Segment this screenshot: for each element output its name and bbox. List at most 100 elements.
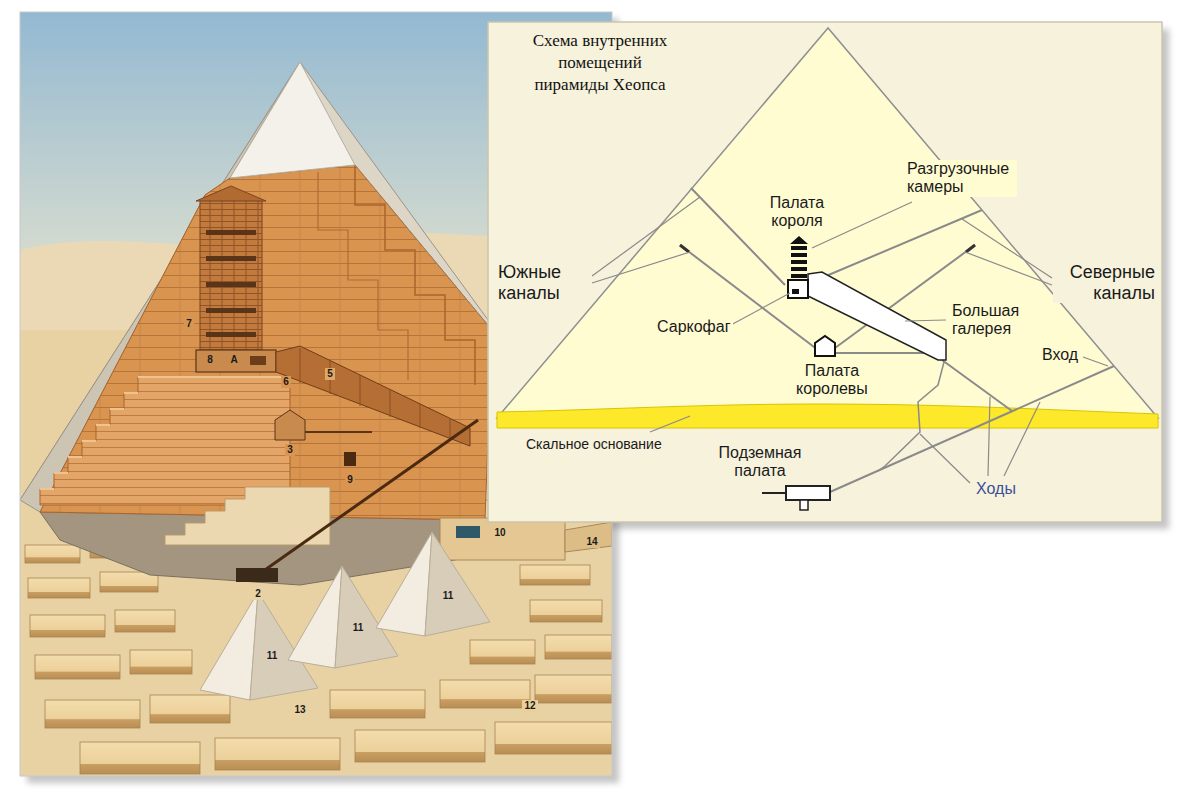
mastaba [215, 738, 340, 770]
mastaba [535, 675, 612, 703]
callout-number: 9 [345, 474, 355, 486]
callout-number: 11 [351, 622, 366, 634]
leader-line [812, 202, 912, 248]
casing-outline [355, 165, 492, 330]
callout-number: 13 [292, 704, 307, 716]
step-edges [40, 377, 290, 489]
part-label: Южные каналы [496, 262, 592, 303]
leader-line [962, 219, 1052, 278]
queen-pyramid [425, 532, 490, 636]
schematic-ground [488, 22, 1162, 522]
callout-number: 6 [281, 376, 291, 388]
leader-line [920, 434, 970, 483]
leader-line [905, 320, 946, 321]
king-chamber [788, 280, 808, 298]
callout-number: 8 [205, 354, 215, 366]
leader-line [729, 293, 790, 326]
mastaba [470, 640, 535, 664]
part-label: Саркофаг [655, 318, 733, 336]
accretion-steps [355, 165, 475, 385]
shaft-end [680, 245, 689, 252]
callout-number: 10 [492, 527, 507, 539]
stepped-core [40, 377, 290, 505]
callout-number: 11 [441, 590, 456, 602]
queen-pyramid [200, 592, 258, 700]
callout-number: 11 [265, 650, 280, 662]
leader-line [1004, 402, 1040, 476]
shaft-end [966, 245, 975, 252]
mastaba [440, 680, 530, 708]
part-label: Палата королевы [784, 362, 880, 399]
well-shaft [878, 362, 944, 471]
subterranean-chamber [236, 568, 278, 582]
accretion-steps [318, 172, 408, 380]
queen-chamber [815, 336, 835, 356]
part-label: Северные каналы [1053, 262, 1157, 303]
leader-line [592, 252, 690, 283]
pyramid-core-cut [40, 165, 492, 520]
sarcophagus [792, 289, 799, 294]
callout-number: 12 [522, 700, 537, 712]
diagram-title: Схема внутренних помещений пирамиды Хеоп… [524, 30, 676, 96]
part-label: Вход [1040, 346, 1080, 364]
mastaba [25, 545, 80, 563]
leader-line [988, 397, 990, 476]
part-label: Разгрузочные камеры [905, 160, 1017, 197]
rock-mound [165, 487, 330, 545]
pyramid-schematic [488, 22, 1162, 522]
relieving-chamber [791, 246, 807, 250]
mastaba [130, 650, 192, 674]
leader-line [650, 416, 690, 432]
queen-pyramid [288, 566, 342, 668]
relieving-chamber [791, 267, 807, 271]
shaft [812, 210, 982, 282]
mastaba [150, 695, 230, 723]
relieving-slot [206, 282, 256, 287]
part-label: Скальное основание [524, 436, 664, 452]
leader-line [592, 197, 700, 276]
callout-number: 7 [184, 318, 194, 330]
mastaba [30, 615, 105, 637]
mortuary-temple [440, 518, 565, 560]
gallery-ribs [300, 348, 450, 439]
leader-line [965, 252, 1052, 285]
relieving-chamber [791, 274, 807, 278]
mastaba [355, 730, 485, 762]
mastaba [80, 742, 200, 774]
queen-corridor [305, 431, 372, 433]
queen-chamber [275, 410, 305, 440]
causeway [565, 522, 612, 552]
callout-number: 3 [285, 444, 295, 456]
mastaba [495, 722, 612, 754]
pyramid-outline [497, 28, 1158, 418]
mastaba [520, 565, 590, 585]
callout-number: 14 [584, 536, 599, 548]
callout-number: 5 [325, 368, 335, 380]
relieving-chamber [791, 253, 807, 257]
mastaba [545, 635, 612, 659]
queen-pyramid [376, 532, 432, 636]
part-label: Палата короля [760, 194, 834, 231]
subterranean-chamber [786, 486, 830, 500]
callout-number: A [228, 354, 239, 366]
dead-end-passage [762, 492, 786, 494]
ascending-passage [942, 360, 1012, 411]
relieving-slot [206, 230, 256, 235]
sarcophagus [250, 356, 266, 365]
relieving-slot [206, 256, 256, 261]
panel-frame [488, 22, 1162, 522]
grand-gallery [808, 272, 946, 360]
leader-lines [592, 197, 1108, 483]
relieving-chambers [200, 200, 262, 350]
mastaba [45, 700, 140, 728]
callout-number: 2 [253, 588, 263, 600]
doorway [344, 452, 356, 466]
grand-gallery [276, 346, 470, 446]
leader-line [1083, 357, 1108, 366]
passage-label: Ходы [974, 480, 1018, 498]
relieving-slot [206, 308, 256, 313]
relieving-gable [196, 186, 266, 201]
